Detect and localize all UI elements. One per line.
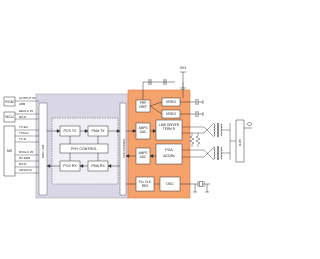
prp-vref-label: PRP VREF — [138, 101, 148, 109]
pga-block — [155, 143, 183, 165]
amp-adc-label: AMPS ADC — [138, 151, 148, 159]
signal-label: TX-D — [19, 137, 26, 141]
mac-mii-bar — [38, 102, 48, 196]
rom-label: ROM — [5, 99, 14, 104]
pma-rx-label: PMA RX — [91, 164, 105, 168]
pcs-rx-label: PCS RX — [63, 164, 77, 168]
crystal-icon — [180, 181, 210, 193]
supply-label: 3V3 — [179, 66, 187, 70]
signal-label: OUTPUT 20 — [19, 96, 36, 100]
mcu-box — [3, 111, 16, 123]
pma-tx-label: PMA TX — [91, 129, 105, 133]
signal-label: RX-D — [19, 115, 27, 119]
rom-box — [3, 96, 16, 107]
pcs-tx-label: PCS TX — [63, 129, 77, 133]
osc-label: OSC — [166, 182, 174, 186]
signal-label: TX EN — [19, 125, 28, 129]
capacitor-icon — [148, 79, 199, 117]
diagram-wires — [3, 71, 253, 199]
termination-resistors — [189, 133, 201, 147]
signal-label: TXCLK — [19, 131, 29, 135]
signal-label: RXCLK 25 — [19, 150, 34, 154]
pga-label: PGA — [165, 148, 173, 152]
amp-dac-label: AMPS DAC — [138, 126, 148, 134]
mcu-label: MCU — [5, 115, 14, 119]
vreg-bottom-label: VREG — [165, 112, 177, 116]
block-diagram: ROM MCU MII OUTPUT 20 ARB EECLK 25 RX-D … — [3, 66, 253, 199]
connector-icon — [235, 119, 253, 163]
signal-label: RX-D — [19, 162, 27, 166]
vreg-top-label: VREG — [165, 100, 177, 104]
signal-label: ARB — [19, 102, 26, 106]
line-driver-label: LINE DRIVER TERM R — [158, 123, 179, 132]
connector-label: RJ45 — [238, 138, 242, 146]
signal-label: EECLK 25 — [19, 109, 34, 113]
signal-label: CRS/COL — [19, 168, 33, 172]
ground-icon — [180, 82, 204, 116]
line-interface — [182, 122, 236, 161]
line-driver-block — [155, 119, 183, 141]
transformer-icon — [213, 123, 223, 160]
phy-control-block — [59, 143, 109, 154]
mii-box — [3, 125, 16, 177]
mii-label: MII — [7, 149, 12, 153]
pll-label: PLL CLK RES — [138, 179, 152, 188]
phy-control-label: PHY CONTROL — [71, 146, 97, 151]
left-signal-lines — [15, 100, 39, 174]
mac-mii-label: MAC / MII — [41, 144, 45, 158]
afe-divider-bar — [119, 102, 127, 196]
pga-sub-label: A/CDRs — [163, 154, 175, 158]
afe-divider-label: AFE DIVIDER — [121, 139, 126, 158]
signal-label: RX ERR — [19, 156, 31, 160]
